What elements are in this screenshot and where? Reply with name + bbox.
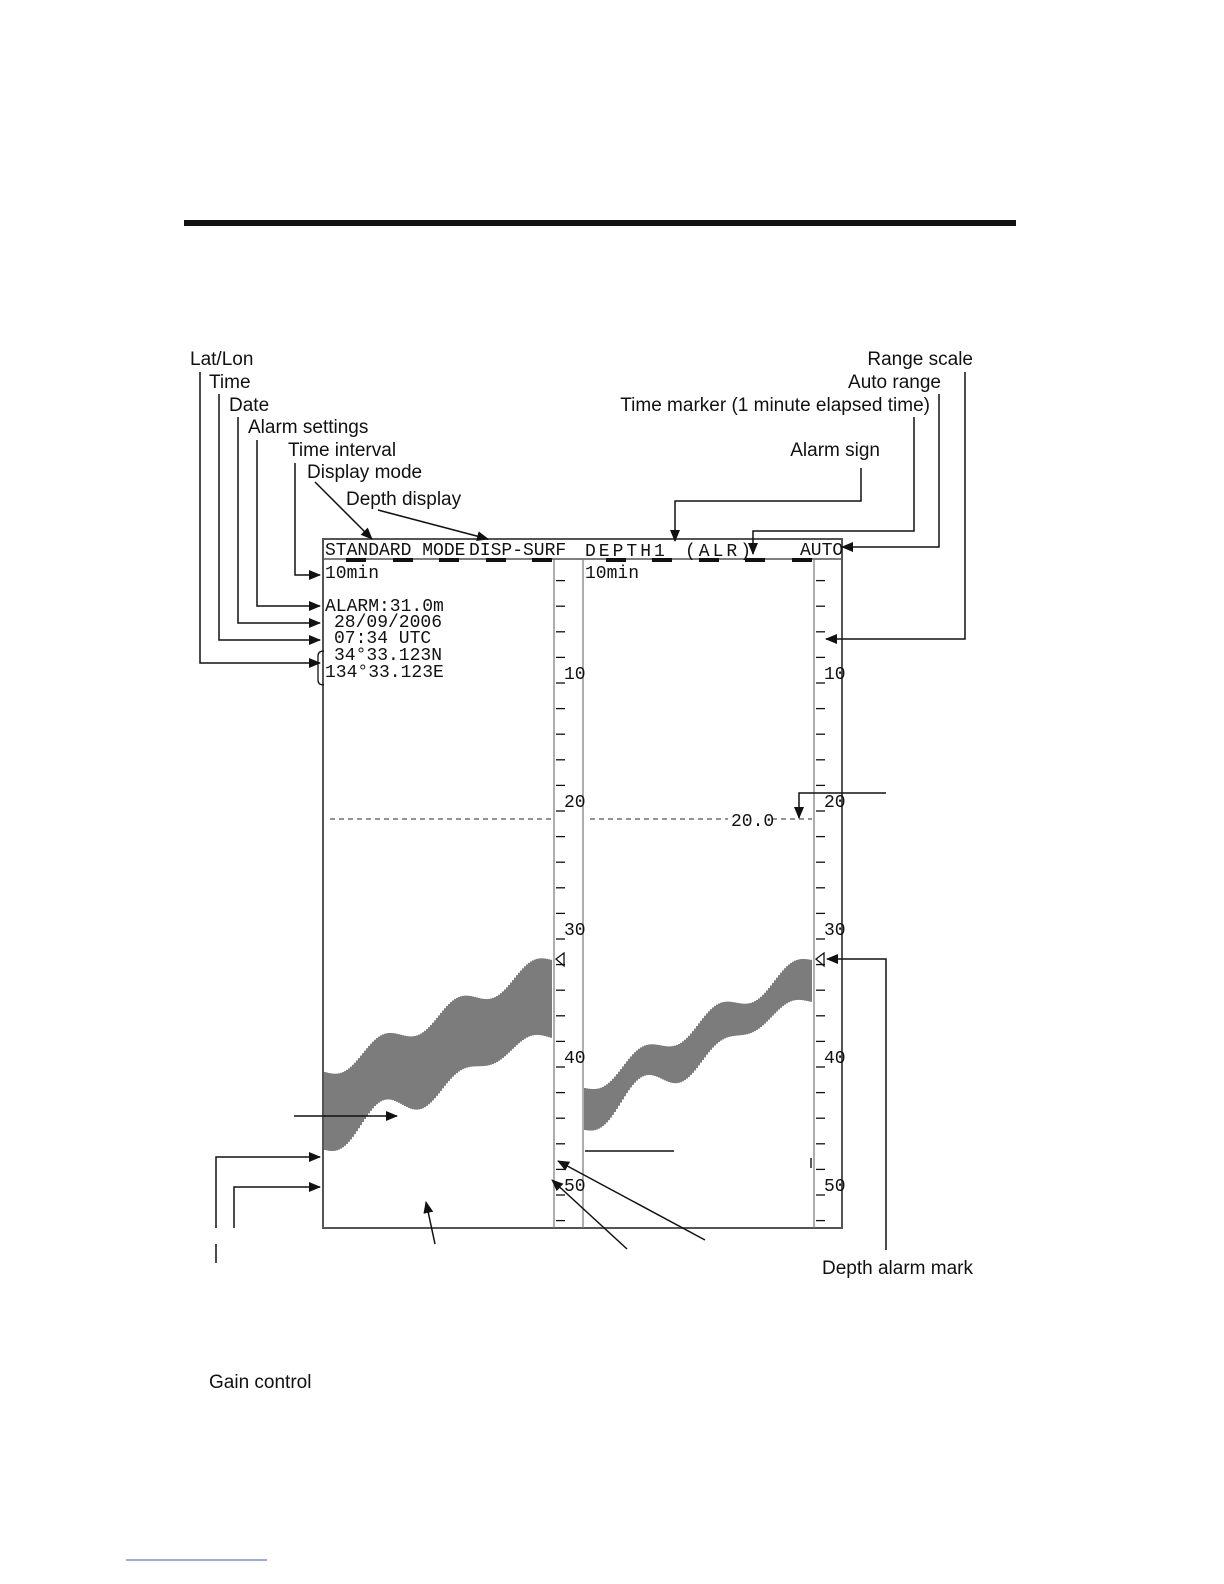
time-marker-dash (346, 558, 366, 562)
leader-range-scale (825, 372, 966, 644)
callout-range-scale: Range scale (867, 349, 973, 370)
time-interval-left: 10min (325, 564, 379, 584)
scale-label: 50 (564, 1177, 586, 1197)
echo-screen: STANDARD MODE DISP-SURF DEPTH1 (ALR) AUT… (317, 538, 846, 1229)
leader-depth-readout (794, 792, 886, 819)
callout-display-mode: Display mode (307, 462, 422, 483)
time-marker-dash (439, 558, 459, 562)
leader-display-mode (314, 481, 373, 540)
scale-label: 20 (564, 793, 586, 813)
leader-time-marker (748, 417, 915, 555)
time-marker-dash (606, 558, 626, 562)
header-rule (184, 220, 1016, 226)
scale-label: 20 (824, 793, 846, 813)
date-text: 28/09/2006 (334, 613, 442, 633)
time-marker-dash (652, 558, 672, 562)
callout-time: Time (209, 372, 251, 393)
time-marker-dash (699, 558, 719, 562)
callout-depth-alarm-mark: Depth alarm mark (822, 1258, 973, 1279)
display-mode-text: STANDARD MODE (325, 541, 465, 561)
scale-label: 50 (824, 1177, 846, 1197)
leader-time-interval (294, 463, 321, 580)
callout-time-interval: Time interval (288, 440, 396, 461)
callout-lat-lon: Lat/Lon (190, 349, 253, 370)
leader-depth-alarm-mark (826, 954, 887, 1250)
leader-left-1 (215, 1152, 321, 1228)
scale-label: 10 (564, 665, 586, 685)
leader-lat-lon (199, 372, 321, 668)
alarm-setting-text: ALARM:31.0m (325, 597, 444, 617)
depth-scale-right: 10 20 30 40 50 (816, 579, 846, 1222)
depth-scale-left: 10 20 30 40 50 (556, 579, 586, 1222)
leader-left-2 (233, 1182, 321, 1228)
leader-auto-range (841, 394, 940, 552)
callout-depth-display: Depth display (346, 489, 462, 510)
lat-lon-bracket (317, 650, 325, 686)
time-text: 07:34 UTC (334, 629, 431, 649)
depth-alarm-mark-left (554, 951, 565, 968)
callout-auto-range: Auto range (848, 372, 941, 393)
depth-source-text: DEPTH1 (585, 542, 668, 562)
leader-time (218, 394, 321, 645)
depth-readout-value: 20.0 (731, 812, 774, 832)
callout-gain-control: Gain control (209, 1372, 311, 1393)
time-interval-right: 10min (585, 564, 639, 584)
callout-date: Date (229, 395, 269, 416)
echo-trace-right (584, 958, 812, 1131)
time-marker-dash (532, 558, 552, 562)
leaders-left (199, 372, 706, 1263)
time-marker-dash (393, 558, 413, 562)
leader-bottom-scale-2 (557, 1160, 706, 1241)
leaders-right (670, 372, 966, 1250)
scale-label: 10 (824, 665, 846, 685)
depth-display-text: DISP-SURF (469, 541, 566, 561)
callout-time-marker: Time marker (1 minute elapsed time) (620, 395, 930, 416)
scale-label: 30 (564, 921, 586, 941)
echo-trace-left (324, 958, 552, 1152)
time-marker-dash (792, 558, 812, 562)
scale-label: 40 (564, 1049, 586, 1069)
leader-bottom-center (423, 1201, 436, 1245)
alarm-flag-text: (ALR) (685, 542, 754, 562)
auto-range-text: AUTO (800, 541, 843, 561)
callout-alarm-settings: Alarm settings (248, 417, 368, 438)
leader-bottom-scale-1 (551, 1179, 628, 1250)
time-markers (346, 558, 812, 562)
leader-alarm-settings (256, 440, 321, 611)
time-marker-dash (486, 558, 506, 562)
depth-alarm-mark-right (814, 951, 825, 968)
time-marker-dash (745, 558, 765, 562)
longitude-text: 134°33.123E (325, 663, 444, 683)
scale-label: 30 (824, 921, 846, 941)
leader-alarm-sign (670, 468, 862, 542)
callout-alarm-sign: Alarm sign (790, 440, 880, 461)
scale-label: 40 (824, 1049, 846, 1069)
leader-depth-display (377, 509, 489, 542)
leader-date (237, 417, 321, 628)
latitude-text: 34°33.123N (334, 646, 442, 666)
